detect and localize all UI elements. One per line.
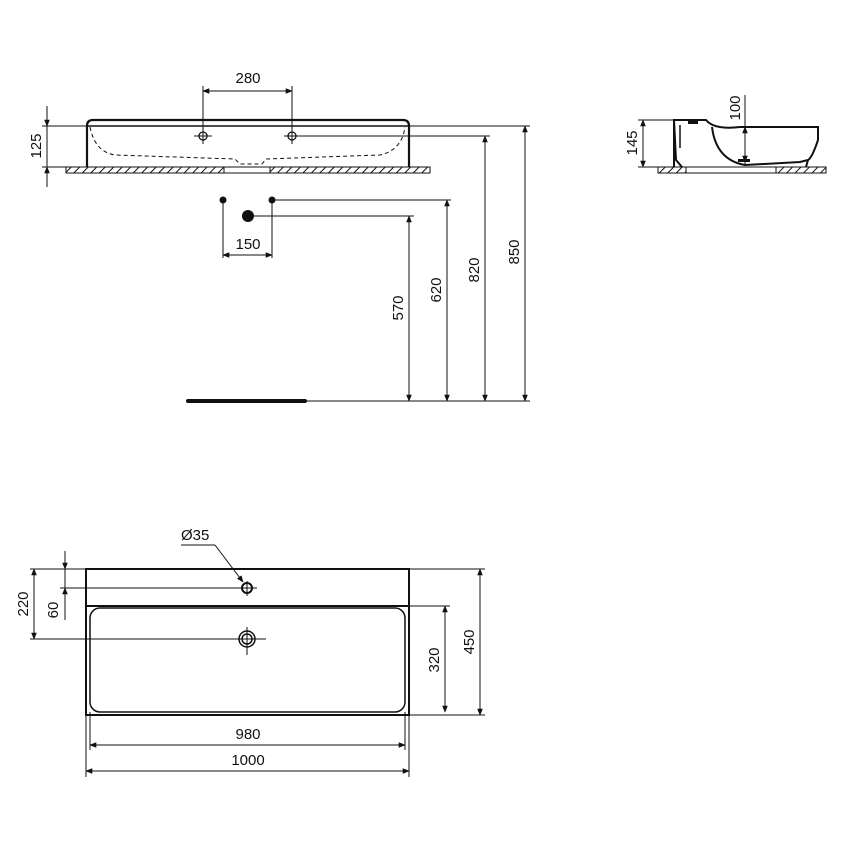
dim-tap-hole-spacing: 280 [235, 70, 260, 87]
front-view: 280 125 150 570 620 820 850 [28, 70, 530, 403]
dim-bowl-depth-front: 320 [426, 647, 443, 672]
dim-basin-height: 125 [28, 133, 45, 158]
dim-tap-hole-from-back: 60 [45, 602, 62, 619]
dim-tap-hole-offset: 220 [15, 591, 32, 616]
side-view: 100 145 [624, 95, 827, 174]
front-bowl-hidden-line [89, 126, 406, 165]
dim-top-rim-height: 820 [466, 257, 483, 282]
top-waste-outlet [236, 627, 266, 655]
dim-overall-depth: 450 [461, 629, 478, 654]
dim-side-basin-height: 145 [624, 130, 641, 155]
dim-overall-width: 1000 [231, 752, 264, 769]
waste-point [242, 210, 254, 222]
top-tap-hole [240, 581, 257, 596]
dim-supply-height: 620 [428, 277, 445, 302]
dim-bowl-depth: 100 [727, 95, 744, 120]
dim-waste-spacing: 150 [235, 236, 260, 253]
dim-waste-height: 570 [390, 295, 407, 320]
side-basin-outline [673, 119, 819, 168]
dim-bowl-width: 980 [235, 726, 260, 743]
dim-tap-hole-diameter: Ø35 [181, 527, 209, 544]
dim-overall-height: 850 [506, 239, 523, 264]
top-basin-outline [85, 568, 410, 716]
top-view: Ø35 220 60 320 450 980 1000 [15, 527, 485, 777]
top-bowl-outline [89, 607, 406, 713]
front-basin-outline [85, 118, 411, 167]
